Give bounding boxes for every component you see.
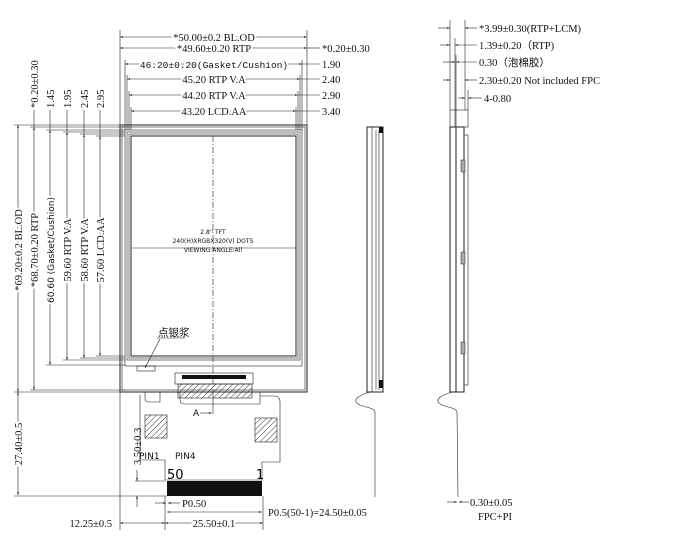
screen-resolution-label: 240(H)XRGBX320(V) DOTS: [173, 238, 254, 245]
side-dimensions: *3.99±0.30(RTP+LCM) 1.39±0.20（RTP) 0.30（…: [438, 20, 600, 127]
dim-lcd-aa: 43.20 LCD.AA: [181, 107, 246, 118]
dim-left-offset-2: 1.45: [46, 90, 57, 108]
section-a-label: A: [193, 409, 200, 419]
dim-rtp-height: *68.70±0.20 RTP: [30, 213, 41, 287]
dim-rtp-va-outer-height: 59.60 RTP V.A: [63, 218, 74, 282]
left-dimensions: *69.20±0.2 BL.OD *68.70±0.20 RTP 60.60 (…: [12, 60, 125, 393]
dim-rtp-va-outer: 45.20 RTP V.A: [182, 75, 246, 86]
fpc-dimensions: 27.40±0.5 3.50±0.3 P0.50 P0.5(50-1)=24.5…: [12, 392, 367, 532]
pin4-label: PIN4: [175, 452, 196, 462]
dim-gasket-height: 60.60 (Gasket/Cushion): [47, 197, 57, 303]
side-view-2: 0.30±0.05 FPC+PI: [437, 109, 513, 523]
silver-paste-label: 点银浆: [158, 326, 190, 339]
dim-rtp-thickness: 1.39±0.20（RTP): [479, 40, 555, 52]
dim-left-offset-1: *0.20±0.30: [30, 60, 41, 108]
dim-lcd-aa-height: 57.60 LCD.AA: [96, 217, 107, 282]
screen-viewing-angle-label: VIEWING ANGLE:All: [184, 247, 243, 254]
side-view-1: [355, 126, 384, 497]
dim-fpc-thickness-label: FPC+PI: [478, 512, 512, 523]
pin1-label: PIN1: [139, 452, 160, 462]
dim-lcm-thickness: 2.30±0.20 Not included FPC: [479, 76, 600, 87]
screen-size-label: 2.8'' TFT: [200, 229, 226, 236]
dim-fpc-width: 25.50±0.1: [193, 519, 236, 530]
dim-foam-thickness: 0.30（泡棉胶）: [479, 56, 550, 69]
dim-fpc-left: 12.25±0.5: [69, 519, 112, 530]
dim-offset-4: 2.90: [322, 91, 340, 102]
dim-total-thickness: *3.99±0.30(RTP+LCM): [479, 24, 582, 35]
dim-left-offset-3: 1.95: [63, 90, 74, 108]
dim-left-offset-5: 2.95: [96, 90, 107, 108]
dim-left-offset-4: 2.45: [80, 90, 91, 108]
dim-rtp-va-height: 58.60 RTP V.A: [80, 218, 91, 282]
dim-fpc-offset: 3.50±0.3: [133, 428, 144, 465]
top-dimensions: *50.00±0.2 BL.OD *49.60±0.20 RTP 46.20±0…: [119, 30, 370, 130]
pin-50-label: 50: [167, 468, 184, 483]
front-view: 2.8'' TFT 240(H)XRGBX320(V) DOTS VIEWING…: [119, 124, 308, 395]
dim-offset-1: *0.20±0.30: [322, 44, 370, 55]
dim-fpc-thickness: 0.30±0.05: [470, 498, 513, 509]
fpc-connector-pins: [167, 481, 262, 496]
pin-1-label: 1: [256, 468, 264, 483]
dim-pitch: P0.50: [182, 499, 206, 510]
dim-bl-od-width: *50.00±0.2 BL.OD: [173, 33, 255, 44]
dim-offset-3: 2.40: [322, 75, 340, 86]
dim-bl-od-height: *69.20±0.2 BL.OD: [14, 209, 25, 291]
fpc-tail: A PIN1 PIN4 50 1: [139, 383, 281, 496]
dim-offset-5: 3.40: [322, 107, 340, 118]
dim-tab-thickness: 4-0.80: [484, 94, 511, 105]
dim-fpc-height: 27.40±0.5: [14, 423, 25, 466]
dim-offset-2: 1.90: [322, 60, 340, 71]
dim-gasket-width: 46.20±0.20(Gasket/Cushion): [140, 60, 288, 71]
dim-rtp-width: *49.60±0.20 RTP: [177, 44, 251, 55]
dim-pitch-total: P0.5(50-1)=24.50±0.05: [268, 508, 367, 519]
dim-rtp-va: 44.20 RTP V.A: [182, 91, 246, 102]
